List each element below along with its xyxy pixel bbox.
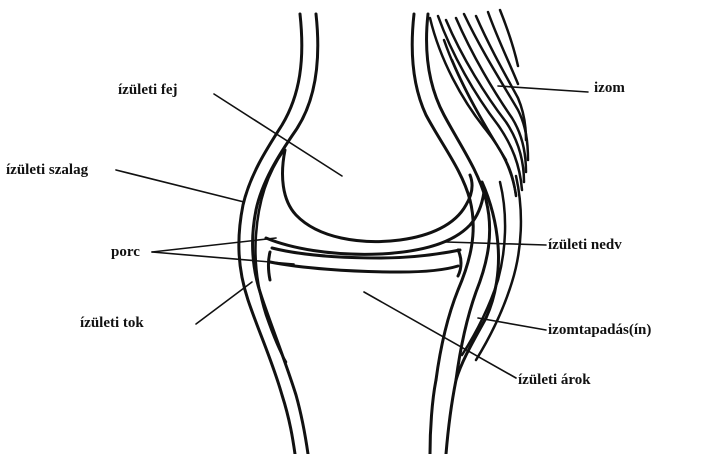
leader-socket [364, 292, 516, 378]
label-synovial-fluid: ízületi nedv [548, 237, 622, 254]
label-ligament: ízületi szalag [6, 162, 88, 179]
leader-cartilage-upper [152, 238, 276, 252]
label-tendon: izomtapadás(ín) [548, 322, 651, 339]
leader-capsule [196, 282, 252, 324]
label-joint-head: ízületi fej [118, 82, 178, 99]
bone-left-contour [239, 14, 318, 454]
label-socket: ízületi árok [518, 372, 591, 389]
leader-muscle [498, 86, 588, 92]
muscle-fibers [430, 10, 528, 196]
femur-head [283, 150, 473, 242]
label-muscle: izom [594, 80, 625, 97]
leader-cartilage-lower [152, 252, 294, 264]
tibia-cartilage [269, 248, 462, 280]
leader-synovial-fluid [446, 242, 546, 245]
label-capsule: ízületi tok [80, 315, 144, 332]
leader-ligament [116, 170, 244, 202]
leader-tendon [478, 318, 546, 330]
leader-joint-head [214, 94, 342, 176]
label-cartilage: porc [111, 244, 140, 261]
